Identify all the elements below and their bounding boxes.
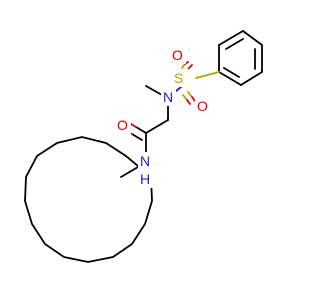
sulfur-label: S: [174, 70, 183, 86]
molecule-structure: S O O N O N H: [24, 30, 263, 263]
atom-labels: S O O N O N H: [115, 46, 211, 188]
sulfonamide-nitrogen-label: N: [163, 89, 173, 105]
bond-ch2-carbonyl: [145, 119, 169, 134]
bond-s-n: [175, 86, 182, 92]
amide-nitrogen-label: N: [140, 153, 150, 169]
sulfonyl-oxygen-top-label: O: [172, 47, 183, 63]
carbonyl-oxygen-label: O: [117, 117, 128, 133]
bond-s-ring: [195, 71, 220, 79]
amide-hydrogen-label: H: [140, 171, 150, 187]
bond-n-cyclododecyl: [120, 166, 139, 178]
bond-n-methyl: [145, 85, 163, 96]
sulfonyl-oxygen-bottom-label: O: [197, 98, 208, 114]
cyclododecane-ring: [24, 136, 153, 263]
benzene-ring: [218, 30, 263, 86]
